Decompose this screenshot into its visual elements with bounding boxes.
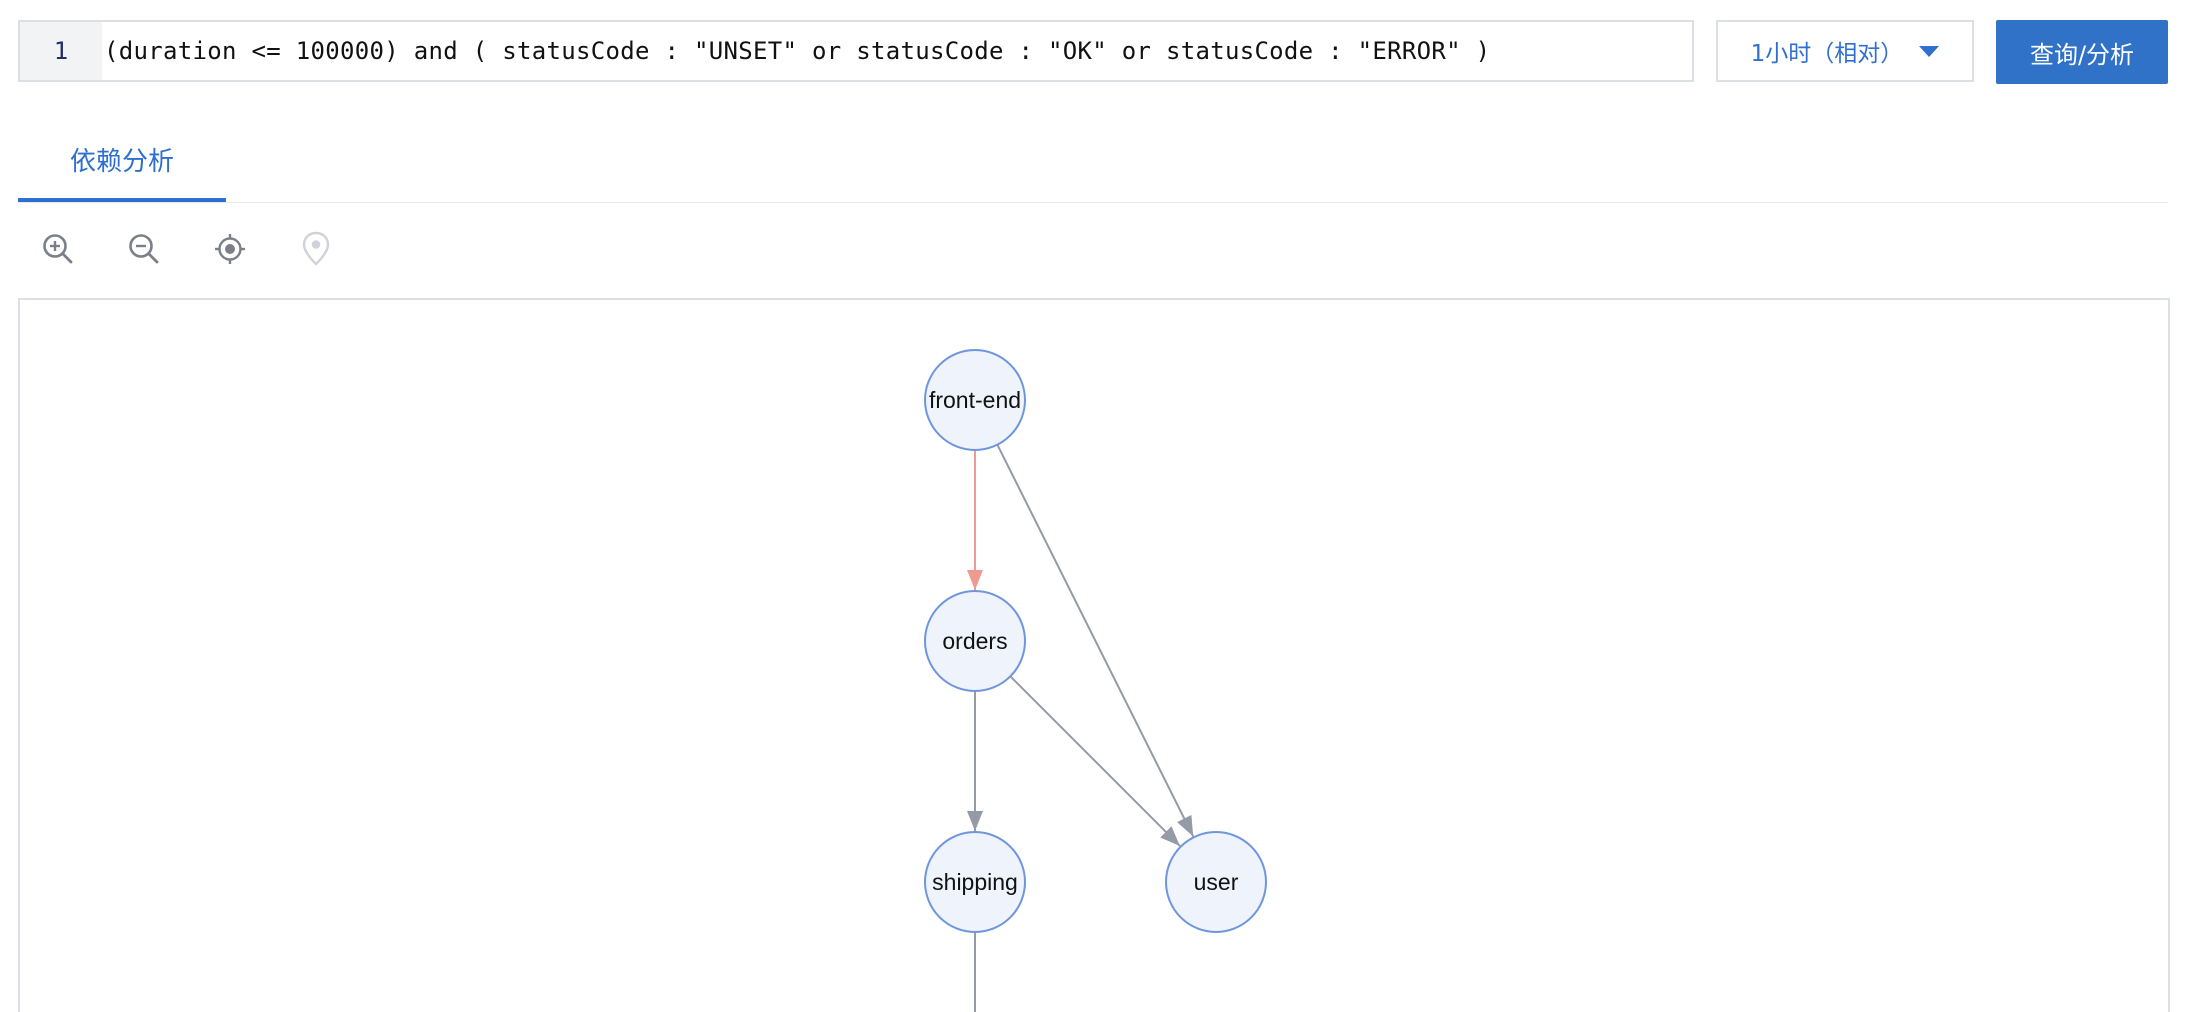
graph-node-label: shipping (932, 869, 1018, 895)
tab-dependency-analysis[interactable]: 依赖分析 (18, 120, 226, 202)
graph-node-shipping[interactable]: shipping (924, 831, 1026, 933)
zoom-in-icon[interactable] (40, 226, 76, 272)
dependency-graph[interactable]: front-end orders shipping user (18, 298, 2170, 1012)
map-pin-icon (298, 226, 334, 272)
query-editor[interactable]: 1 (duration <= 100000) and ( statusCode … (18, 20, 1694, 82)
graph-node-label: front-end (929, 387, 1021, 413)
locate-icon[interactable] (212, 226, 248, 272)
query-analyze-button[interactable]: 查询/分析 (1996, 20, 2168, 84)
tab-bar: 依赖分析 (18, 120, 2168, 203)
graph-node-user[interactable]: user (1165, 831, 1267, 933)
graph-edge-front-end-to-user[interactable] (996, 444, 1195, 837)
time-range-select[interactable]: 1小时（相对） (1716, 20, 1974, 82)
graph-node-label: user (1194, 869, 1239, 895)
zoom-out-icon[interactable] (126, 226, 162, 272)
graph-toolbar (40, 226, 334, 272)
graph-node-front-end[interactable]: front-end (924, 349, 1026, 451)
graph-node-label: orders (942, 628, 1007, 654)
line-number: 1 (20, 22, 102, 80)
graph-svg: front-end orders shipping user (924, 349, 1267, 1012)
graph-node-orders[interactable]: orders (924, 590, 1026, 692)
graph-edge-orders-to-user[interactable] (1009, 675, 1181, 847)
time-range-label: 1小时（相对） (1750, 41, 1904, 67)
caret-down-icon (1919, 45, 1940, 57)
query-input[interactable]: (duration <= 100000) and ( statusCode : … (104, 37, 1491, 65)
